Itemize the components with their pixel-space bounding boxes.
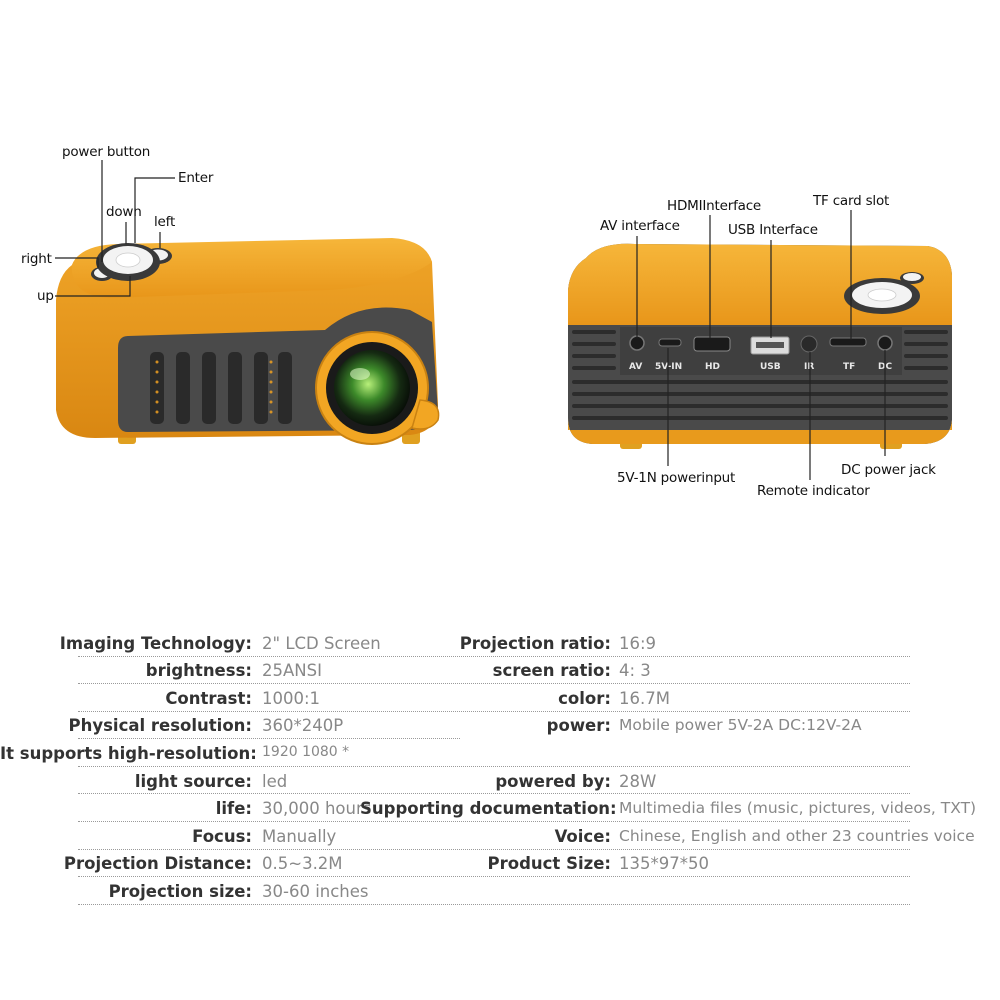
spec-value: Mobile power 5V-2A DC:12V-2A — [619, 716, 862, 734]
spec-key: Voice: — [554, 827, 611, 846]
row-divider — [78, 656, 910, 657]
port-label-av: AV — [629, 362, 642, 372]
spec-value: 2" LCD Screen — [262, 634, 381, 653]
tf-slot-icon — [829, 337, 867, 347]
micro-usb-port-icon — [658, 338, 682, 347]
spec-key: powered by: — [495, 772, 611, 791]
row-divider — [78, 683, 910, 684]
spec-key: Focus: — [192, 827, 252, 846]
spec-value: led — [262, 772, 288, 791]
spec-key: brightness: — [145, 661, 252, 680]
spec-value: Manually — [262, 827, 337, 846]
hdmi-port-icon — [693, 336, 731, 352]
spec-value: 30-60 inches — [262, 882, 369, 901]
port-label-usb: USB — [760, 362, 781, 372]
spec-value: Chinese, English and other 23 countries … — [619, 827, 975, 845]
row-divider — [78, 821, 910, 822]
spec-key: It supports high-resolution: — [0, 744, 257, 763]
spec-key: life: — [215, 799, 252, 818]
callout-remote-indicator: Remote indicator — [757, 483, 870, 499]
spec-key: Imaging Technology: — [59, 634, 252, 653]
spec-key: screen ratio: — [492, 661, 611, 680]
spec-value: 30,000 hours — [262, 799, 372, 818]
port-label-hd: HD — [705, 362, 720, 372]
projector-back-view: AV 5V-IN HD USB IR TF DC — [568, 210, 952, 480]
spec-key: Physical resolution: — [68, 716, 253, 735]
spec-key: light source: — [134, 772, 252, 791]
callout-usb-interface: USB Interface — [728, 222, 818, 238]
spec-key: Contrast: — [165, 689, 252, 708]
callout-tf-card-slot: TF card slot — [813, 193, 890, 209]
spec-key: Projection Distance: — [63, 854, 252, 873]
ir-sensor-icon — [800, 335, 818, 353]
callout-dc-power-jack: DC power jack — [841, 462, 936, 478]
av-port-icon — [629, 335, 645, 351]
row-divider — [78, 711, 910, 712]
row-divider — [78, 766, 910, 767]
spec-key: Projection ratio: — [459, 634, 611, 653]
row-divider — [78, 904, 910, 905]
row-divider — [78, 738, 460, 739]
spec-value: Multimedia files (music, pictures, video… — [619, 799, 977, 817]
spec-value: 25ANSI — [262, 661, 322, 680]
callout-up: up — [37, 288, 54, 304]
row-divider — [78, 876, 910, 877]
spec-value: 16.7M — [619, 689, 670, 708]
port-label-5v-in: 5V-IN — [655, 362, 682, 372]
spec-value: 1000:1 — [262, 689, 321, 708]
callout-enter: Enter — [178, 170, 214, 186]
spec-value: 135*97*50 — [619, 854, 709, 873]
product-illustration: AV 5V-IN HD USB IR TF DC — [55, 160, 952, 480]
callout-down: down — [106, 204, 142, 220]
port-label-ir: IR — [804, 362, 814, 372]
callout-power-button: power button — [62, 144, 151, 160]
spec-value: 0.5~3.2M — [262, 854, 343, 873]
spec-value: 4: 3 — [619, 661, 651, 680]
row-divider — [78, 849, 910, 850]
spec-key: Supporting documentation: — [360, 799, 617, 818]
spec-key: Projection size: — [108, 882, 252, 901]
callout-hdmi-interface: HDMIInterface — [667, 198, 762, 214]
row-divider — [78, 793, 910, 794]
dc-jack-icon — [877, 335, 893, 351]
spec-key: power: — [546, 716, 611, 735]
port-label-tf: TF — [843, 362, 855, 372]
callout-power-input: 5V-1N powerinput — [617, 470, 736, 486]
spec-key: Product Size: — [487, 854, 611, 873]
spec-value: 360*240P — [262, 716, 344, 735]
projector-front-view — [55, 160, 440, 445]
spec-key: color: — [558, 689, 611, 708]
lens-icon — [334, 350, 410, 426]
spec-value: 16:9 — [619, 634, 657, 653]
spec-value: 28W — [619, 772, 657, 791]
callout-left: left — [154, 214, 176, 230]
callout-right: right — [21, 251, 52, 267]
spec-value: 1920 1080 * — [262, 744, 350, 760]
callout-av-interface: AV interface — [600, 218, 680, 234]
